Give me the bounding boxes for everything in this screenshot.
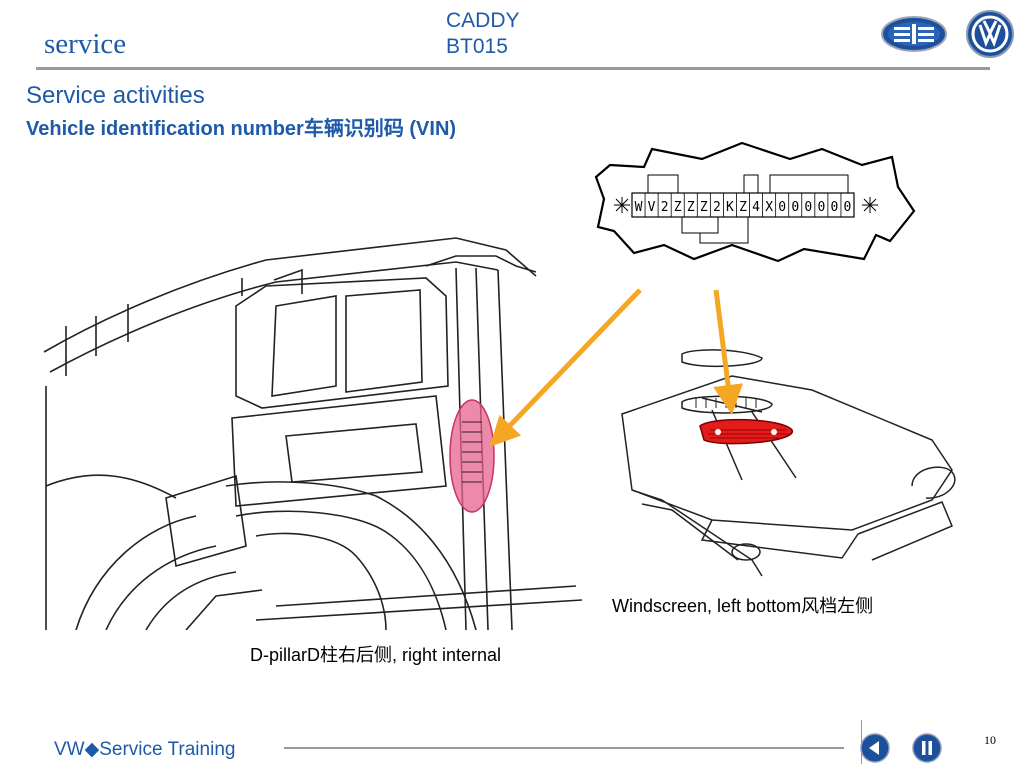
page-subtitle: Vehicle identification number车辆识别码 (VIN) [26, 118, 457, 140]
page-title: Service activities [26, 82, 205, 109]
page-number: 10 [984, 733, 996, 747]
header-divider [36, 67, 990, 70]
faw-logo-icon [881, 16, 947, 52]
vin-character: Z [687, 200, 695, 215]
vin-character: V [648, 200, 656, 215]
footer-separator [861, 720, 862, 764]
vin-character: 0 [791, 200, 799, 215]
windscreen-caption: Windscreen, left bottom风档左侧 [612, 596, 874, 616]
van-interior-diagram [43, 237, 582, 630]
vw-logo-icon [966, 10, 1014, 58]
back-button[interactable] [860, 733, 890, 763]
model-name: CADDY [446, 9, 520, 32]
vin-character: Z [700, 200, 708, 215]
pause-icon [922, 741, 932, 755]
dpillar-caption: D-pillarD柱右后侧, right internal [250, 645, 502, 665]
service-logo-text: service [44, 28, 127, 60]
vin-character: 0 [817, 200, 825, 215]
vin-character: X [765, 200, 773, 215]
vin-character: 0 [778, 200, 786, 215]
vin-character: 0 [830, 200, 838, 215]
vin-character: 2 [661, 200, 669, 215]
vin-character: 4 [752, 200, 760, 215]
vin-character: 2 [713, 200, 721, 215]
vin-character: K [726, 200, 734, 215]
vin-character: Z [739, 200, 747, 215]
pause-button[interactable] [912, 733, 942, 763]
windscreen-dashboard-diagram [621, 349, 956, 577]
play-back-icon [869, 741, 879, 755]
footer-divider [284, 747, 844, 749]
vin-character: 0 [804, 200, 812, 215]
model-title: CADDY BT015 [446, 8, 520, 60]
vin-character: Z [674, 200, 682, 215]
model-code: BT015 [446, 35, 508, 58]
vin-character: 0 [844, 200, 852, 215]
footer-brand: VW◆Service Training [54, 739, 236, 760]
vin-character: W [635, 200, 643, 215]
